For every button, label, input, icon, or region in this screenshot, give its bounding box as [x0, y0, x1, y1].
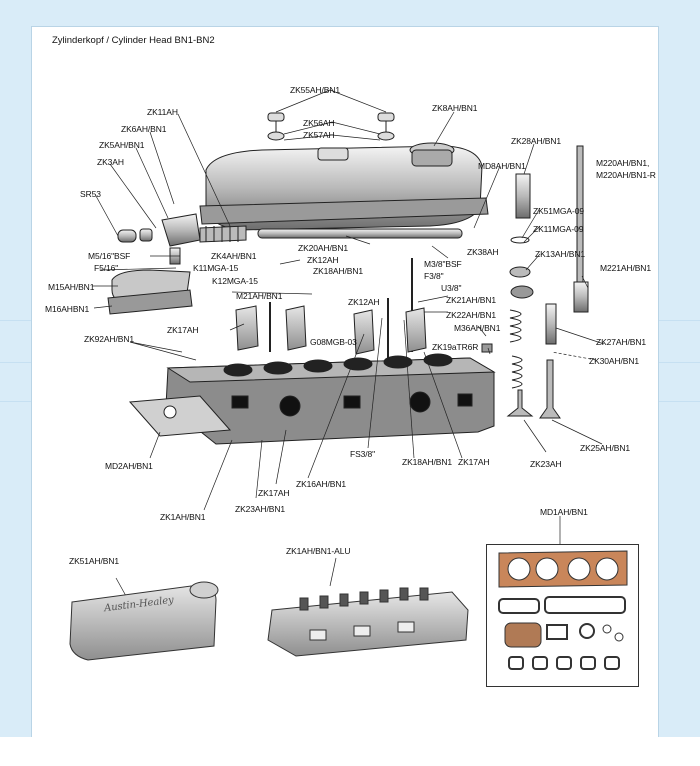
part-label-zk22: ZK22AH/BN1 — [446, 310, 497, 320]
part-label-zk51: ZK51AH/BN1 — [69, 556, 120, 566]
part-label-zk5: ZK5AH/BN1 — [99, 140, 145, 150]
part-label-m3: M3/8"BSF — [424, 259, 462, 269]
part-label-zk19: ZK19aTR6R — [432, 342, 479, 352]
part-label-fs3: FS3/8" — [350, 449, 376, 459]
part-label-md8: MD8AH/BN1 — [478, 161, 526, 171]
part-label-zk13: ZK13AH/BN1 — [535, 249, 586, 259]
cylinder-head — [165, 353, 496, 445]
part-label-zk51mga: ZK51MGA-09 — [533, 206, 584, 216]
part-label-zk28: ZK28AH/BN1 — [511, 136, 562, 146]
cylinder-head-photo — [267, 587, 469, 657]
part-label-zk25: ZK25AH/BN1 — [580, 443, 631, 453]
part-label-zk1alu: ZK1AH/BN1-ALU — [286, 546, 351, 556]
part-label-zk1: ZK1AH/BN1 — [160, 512, 206, 522]
part-label-md2: MD2AH/BN1 — [105, 461, 153, 471]
part-label-zk21: ZK21AH/BN1 — [446, 295, 497, 305]
valve-assembly — [481, 173, 561, 419]
cover-bolts — [267, 112, 395, 141]
part-label-g08: G08MGB-03 — [310, 337, 357, 347]
part-label-m36: M36AH/BN1 — [454, 323, 501, 333]
rocker-cover-photo — [69, 581, 219, 661]
part-label-zk6: ZK6AH/BN1 — [121, 124, 167, 134]
part-label-zk11: ZK11AH — [147, 107, 178, 117]
part-label-f3: F3/8" — [424, 271, 444, 281]
part-label-m220r: M220AH/BN1-R — [596, 170, 656, 180]
head-gasket — [128, 395, 232, 437]
page-title: Zylinderkopf / Cylinder Head BN1-BN2 — [52, 35, 215, 46]
side-cover — [107, 269, 193, 315]
part-label-zk57: ZK57AH — [303, 130, 335, 140]
part-label-zk23a: ZK23AH — [530, 459, 562, 469]
part-label-zk23b: ZK23AH/BN1 — [235, 504, 286, 514]
part-label-m16: M16AHBN1 — [45, 304, 90, 314]
part-label-zk30: ZK30AH/BN1 — [589, 356, 640, 366]
gasket-set-illustration — [498, 550, 628, 670]
part-label-zk8: ZK8AH/BN1 — [432, 103, 478, 113]
part-label-k12mga: K12MGA-15 — [212, 276, 258, 286]
leader-lines — [92, 89, 605, 597]
part-label-m220: M220AH/BN1, — [596, 158, 650, 168]
part-label-zk20: ZK20AH/BN1 — [298, 243, 349, 253]
part-label-zk3: ZK3AH — [97, 157, 124, 167]
part-label-zk18b: ZK18AH/BN1 — [402, 457, 453, 467]
rocker-shaft — [257, 228, 463, 239]
part-label-zk92: ZK92AH/BN1 — [84, 334, 135, 344]
part-label-zk56: ZK56AH — [303, 118, 335, 128]
part-label-u3: U3/8" — [441, 283, 462, 293]
part-label-zk27: ZK27AH/BN1 — [596, 337, 647, 347]
part-label-f5: F5/16" — [94, 263, 119, 273]
part-label-zk12a: ZK12AH — [307, 255, 339, 265]
part-label-zk11mga: ZK11MGA-09 — [533, 224, 584, 234]
part-label-zk12b: ZK12AH — [348, 297, 380, 307]
part-label-zk16: ZK16AH/BN1 — [296, 479, 347, 489]
part-label-zk4: ZK4AH/BN1 — [211, 251, 257, 261]
oil-filler-rod — [573, 145, 589, 313]
part-label-zk17b: ZK17AH — [458, 457, 490, 467]
part-label-md1: MD1AH/BN1 — [540, 507, 588, 517]
gasket-set-photo — [486, 544, 639, 687]
part-label-zk38: ZK38AH — [467, 247, 499, 257]
part-label-sr53: SR53 — [80, 189, 101, 199]
part-label-m15: M15AH/BN1 — [48, 282, 95, 292]
part-label-m221: M221AH/BN1 — [600, 263, 651, 273]
part-label-zk18a: ZK18AH/BN1 — [313, 266, 364, 276]
part-label-zk17a: ZK17AH — [167, 325, 199, 335]
part-label-m5: M5/16"BSF — [88, 251, 131, 261]
page-footer-area — [0, 737, 700, 766]
part-label-m21: M21AH/BN1 — [236, 291, 283, 301]
rocker-pedestals — [235, 305, 427, 355]
rocker-cover — [199, 142, 489, 231]
part-label-zk55: ZK55AH/BN1 — [290, 85, 341, 95]
part-label-zk17c: ZK17AH — [258, 488, 290, 498]
part-label-k11mga: K11MGA-15 — [193, 263, 239, 273]
